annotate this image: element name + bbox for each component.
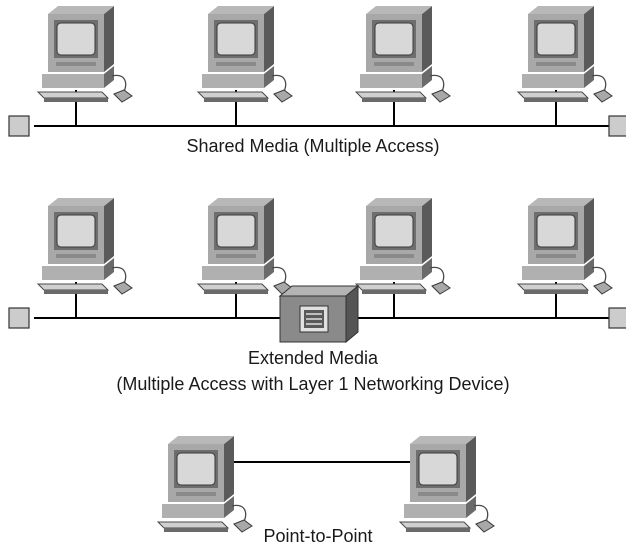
computer-icon xyxy=(517,197,613,295)
extended-media-subcaption: (Multiple Access with Layer 1 Networking… xyxy=(116,374,509,394)
terminator-icon xyxy=(8,115,30,137)
point-to-point-section: Point-to-Point xyxy=(157,435,495,546)
computer-icon xyxy=(157,435,253,533)
computer-icon xyxy=(355,197,451,295)
extended-media-section: Extended Media (Multiple Access with Lay… xyxy=(8,197,626,394)
shared-media-section: Shared Media (Multiple Access) xyxy=(8,5,626,156)
computer-icon xyxy=(197,197,293,295)
terminator-icon xyxy=(608,115,626,137)
computer-icon xyxy=(37,197,133,295)
terminator-icon xyxy=(608,307,626,329)
terminator-icon xyxy=(8,307,30,329)
point-to-point-caption: Point-to-Point xyxy=(263,526,372,546)
computer-icon xyxy=(37,5,133,103)
extended-media-caption: Extended Media xyxy=(248,348,379,368)
computer-icon xyxy=(355,5,451,103)
hub-icon xyxy=(278,284,360,344)
computer-icon xyxy=(399,435,495,533)
computer-icon xyxy=(517,5,613,103)
computer-icon xyxy=(197,5,293,103)
shared-media-caption: Shared Media (Multiple Access) xyxy=(186,136,439,156)
